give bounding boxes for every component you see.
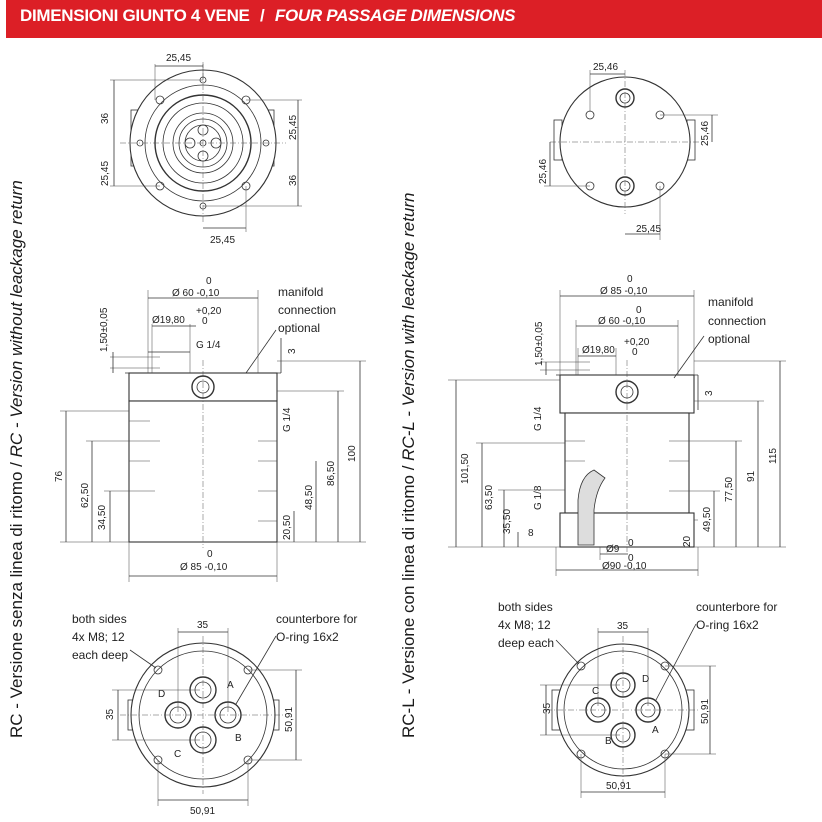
rc-port-b: B	[235, 733, 242, 744]
rcl-small-zero: 0	[628, 538, 634, 549]
title-separator: /	[260, 6, 265, 25]
rcl-right-dim-20: 20	[682, 535, 693, 547]
header-bar: DIMENSIONI GIUNTO 4 VENE / FOUR PASSAGE …	[6, 0, 822, 38]
rc-top-dim-right-b: 36	[288, 174, 299, 186]
rcl-side-view: 0 Ø 85 -0,10 0 Ø 60 -0,10 +0,20 Ø19,80 0…	[448, 274, 786, 576]
rc-three: 3	[287, 348, 298, 354]
rcl-bottom-note-left-3: deep each	[498, 636, 554, 650]
rc-right-dim-100: 100	[347, 445, 358, 462]
rcl-bottom-note-left-2: 4x M8; 12	[498, 618, 551, 632]
rcl-manifold-note-3: optional	[708, 332, 750, 346]
rc-dia-top: Ø 60 -0,10	[172, 288, 220, 299]
rcl-bottom-dim-top: 35	[617, 621, 629, 632]
rc-bore-plus: +0,20	[196, 306, 222, 317]
rc-top-dim-top: 25,45	[166, 53, 191, 64]
rc-bottom-note-right-1: counterbore for	[276, 612, 357, 626]
rc-left-dim-76: 76	[54, 470, 65, 482]
page-title: DIMENSIONI GIUNTO 4 VENE / FOUR PASSAGE …	[20, 6, 515, 26]
rcl-port-c: C	[592, 686, 599, 697]
rc-left-dim-62: 62,50	[80, 483, 91, 508]
rcl-left-dim-8: 8	[528, 528, 534, 539]
rcl-manifold-note-2: connection	[708, 314, 766, 328]
rcl-left-dim-63: 63,50	[484, 485, 495, 510]
rcl-leak-thread: G 1/8	[533, 485, 544, 510]
rcl-right-dim-91: 91	[746, 470, 757, 482]
rcl-bottom-note-left-1: both sides	[498, 600, 553, 614]
rc-bottom-dim-bottom: 50,91	[190, 806, 215, 817]
rcl-right-dim-115: 115	[768, 448, 779, 464]
rcl-port-d: D	[642, 674, 649, 685]
rcl-right-dim-77: 77,50	[724, 477, 735, 502]
rcl-port-b: B	[605, 736, 612, 747]
rc-bore: Ø19,80	[152, 315, 185, 326]
rcl-dia-mid: Ø 60 -0,10	[598, 316, 646, 327]
rc-left-dim-34: 34,50	[97, 505, 108, 530]
rc-dia-top-zero: 0	[206, 276, 212, 287]
rc-top-view: 25,45 25,45 36 25,45 25,45 36	[100, 53, 302, 246]
rcl-bottom-dim-right: 50,91	[700, 699, 711, 724]
rc-bottom-dim-left: 35	[105, 708, 116, 720]
rcl-top-dim-right: 25,46	[700, 121, 711, 146]
rcl-dia-bottom: Ø90 -0,10	[602, 561, 647, 572]
rcl-bore: Ø19,80	[582, 345, 615, 356]
rc-top-dim-left-a: 36	[100, 112, 111, 124]
rc-top-dim-right-a: 25,45	[288, 115, 299, 140]
rc-bottom-note-left-2: 4x M8; 12	[72, 630, 125, 644]
rcl-dia-top-zero: 0	[627, 274, 633, 285]
rc-manifold-note-3: optional	[278, 321, 320, 335]
rcl-bottom-dim-left: 35	[542, 702, 553, 714]
rcl-left-dim-35: 35,50	[502, 509, 513, 534]
rcl-dia-bottom-zero: 0	[628, 553, 634, 564]
rcl-right-dim-49: 49,50	[702, 507, 713, 532]
rcl-bottom-dim-bottom: 50,91	[606, 781, 631, 792]
rc-thread: G 1/4	[196, 340, 221, 351]
rcl-bore-plus: +0,20	[624, 337, 650, 348]
rc-port-a: A	[227, 680, 234, 691]
rc-port-d: D	[158, 689, 165, 700]
title-italian: DIMENSIONI GIUNTO 4 VENE	[20, 6, 250, 25]
rc-bottom-view: A B C D both sides 4x M8; 12 each deep c…	[72, 612, 357, 817]
rcl-dia-top: Ø 85 -0,10	[600, 286, 648, 297]
rc-right-dim-48: 48,50	[304, 485, 315, 510]
rc-side-view: 0 Ø 60 -0,10 +0,20 Ø19,80 0 G 1/4 1,50±0…	[54, 276, 366, 582]
title-english: FOUR PASSAGE DIMENSIONS	[274, 6, 516, 25]
rc-bottom-note-left-3: each deep	[72, 648, 128, 662]
rc-dia-bottom: Ø 85 -0,10	[180, 562, 228, 573]
rc-tol: 1,50±0,05	[99, 307, 110, 352]
rcl-manifold-note-1: manifold	[708, 295, 753, 309]
rcl-bottom-note-right-1: counterbore for	[696, 600, 777, 614]
rcl-thread: G 1/4	[533, 406, 544, 431]
rc-manifold-note-1: manifold	[278, 285, 323, 299]
rcl-left-dim-101: 101,50	[460, 453, 471, 484]
rcl-tol: 1,50±0,05	[534, 321, 545, 366]
rc-manifold-note-2: connection	[278, 303, 336, 317]
rc-dia-bottom-zero: 0	[207, 549, 213, 560]
rc-top-dim-bottom: 25,45	[210, 235, 235, 246]
rcl-three: 3	[704, 390, 715, 396]
rc-top-dim-left-b: 25,45	[100, 161, 111, 186]
rcl-top-view: 25,46 25,45 25,46 25,46	[538, 62, 718, 240]
rc-bottom-note-left-1: both sides	[72, 612, 127, 626]
rc-bore-zero: 0	[202, 316, 208, 327]
rcl-top-dim-top: 25,46	[593, 62, 618, 73]
rcl-top-dim-left: 25,46	[538, 159, 549, 184]
rcl-port-a: A	[652, 725, 659, 736]
rc-right-dim-86: 86,50	[326, 461, 337, 486]
rcl-bore-zero: 0	[632, 347, 638, 358]
rc-bottom-dim-right: 50,91	[284, 707, 295, 732]
rcl-small-dia: Ø9	[606, 544, 620, 555]
rc-side-thread: G 1/4	[282, 407, 293, 432]
rc-bottom-dim-top: 35	[197, 620, 209, 631]
rcl-bottom-view: A B C D both sides 4x M8; 12 deep each c…	[498, 600, 777, 798]
rcl-top-dim-bottom: 25,45	[636, 224, 661, 235]
rc-right-dim-20: 20,50	[282, 515, 293, 540]
rc-bottom-note-right-2: O-ring 16x2	[276, 630, 339, 644]
rcl-dia-mid-zero: 0	[636, 305, 642, 316]
rcl-bottom-note-right-2: O-ring 16x2	[696, 618, 759, 632]
rc-port-c: C	[174, 749, 181, 760]
